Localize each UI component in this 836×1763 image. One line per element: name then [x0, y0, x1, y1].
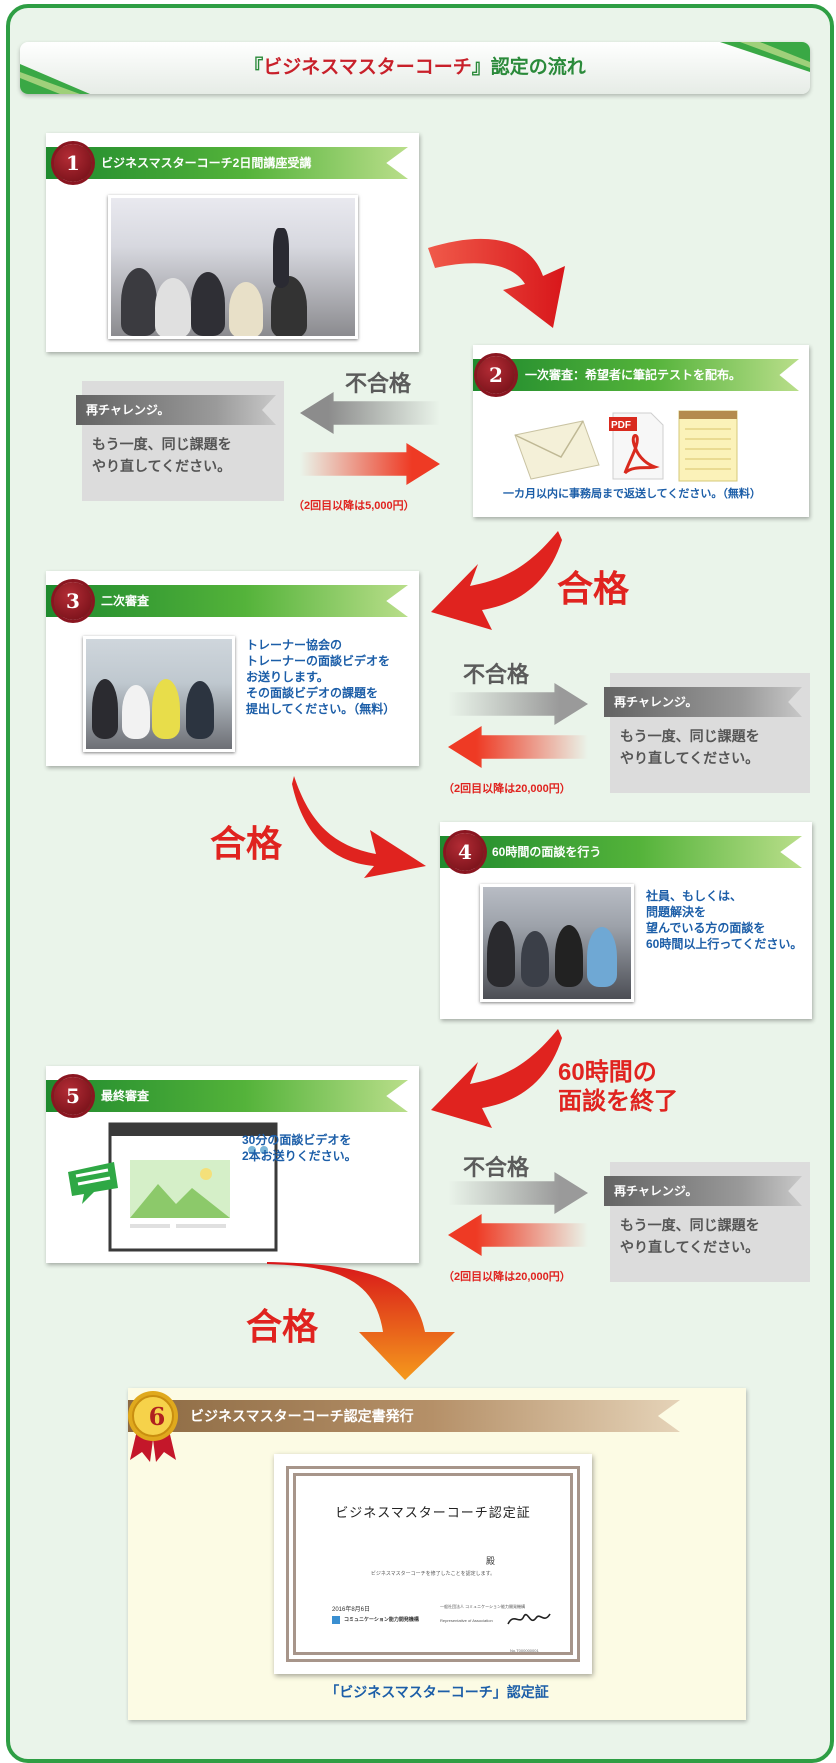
step5-label: 最終審査: [101, 1089, 150, 1103]
certificate: ビジネスマスターコーチ認定証 殿 ビジネスマスターコーチを修了したことを認定しま…: [274, 1454, 592, 1674]
certificate-org: コミュニケーション能力開発機構: [344, 1617, 419, 1623]
interview-photo-1: [83, 636, 235, 752]
certificate-border: [286, 1466, 580, 1662]
certificate-date: 2016年8月6日: [332, 1607, 371, 1613]
video-screen-icon: [68, 1122, 278, 1252]
step3-card: 二次審査 3 トレーナー協会のトレーナーの面談ビデオをお送りします。その面談ビデ…: [46, 571, 419, 766]
step1-label: ビジネスマスターコーチ2日間講座受講: [101, 156, 312, 170]
org-logo-icon: [332, 1616, 340, 1624]
fail-label-3: 不合格: [463, 1155, 530, 1180]
step3-label: 二次審査: [101, 594, 150, 608]
step4-label: 60時間の面談を行う: [492, 845, 602, 859]
page-title: 『ビジネスマスターコーチ』認定の流れ: [244, 57, 586, 78]
fail-label-1: 不合格: [345, 371, 412, 396]
retry-banner-3: 再チャレンジ。: [604, 1176, 802, 1206]
price-3: （2回目以降は20,000円）: [443, 1271, 571, 1283]
step2-banner: [473, 359, 799, 391]
pass-label-1: 合格: [557, 568, 630, 609]
step5-banner: [46, 1080, 408, 1112]
step6-banner: [128, 1400, 680, 1432]
document-icons: PDF: [514, 410, 738, 482]
step2-note: 一カ月以内に事務局まで返送してください。（無料）: [503, 488, 761, 500]
certificate-caption: 「ビジネスマスターコーチ」認定証: [325, 1684, 549, 1700]
step4-badge: 4: [446, 833, 484, 871]
step6-badge: 6: [148, 1402, 166, 1431]
signature-icon: [507, 1613, 551, 1625]
pass-label-2: 合格: [210, 823, 283, 864]
certificate-serial: No.T000000001: [510, 1648, 539, 1653]
pass-arrow-3-icon: [292, 776, 426, 878]
step2-label: 一次審査：希望者に筆記テストを配布。: [525, 368, 742, 382]
step3-banner: [46, 585, 408, 617]
retry-text-2: もう一度、同じ課題をやり直してください。: [620, 728, 760, 766]
gold-medal-icon: [128, 1391, 178, 1462]
step6-label: ビジネスマスターコーチ認定書発行: [190, 1408, 414, 1424]
retry-box-1: 再チャレンジ。 もう一度、同じ課題をやり直してください。: [76, 381, 284, 501]
certificate-honorific: 殿: [486, 1557, 496, 1567]
interview-photo-2: [480, 884, 634, 1002]
step4-banner: [440, 836, 802, 868]
certificate-org-right: 一般社団法人 コミュニケーション能力開発機構: [440, 1604, 526, 1609]
pdf-icon: PDF: [609, 412, 664, 480]
pass-arrow-2-icon: [431, 531, 562, 630]
step3-desc: トレーナー協会のトレーナーの面談ビデオをお送りします。その面談ビデオの課題を提出…: [246, 638, 396, 716]
retry-text-1: もう一度、同じ課題をやり直してください。: [92, 436, 232, 474]
step4-done-label: 60時間の面談を終了: [558, 1059, 678, 1115]
title-bar: 『ビジネスマスターコーチ』認定の流れ: [20, 42, 810, 94]
step6-panel: ビジネスマスターコーチ認定書発行 6 ビジネスマスターコーチ認定証 殿 ビジネス…: [128, 1388, 746, 1720]
step1-card: ビジネスマスターコーチ2日間講座受講 1: [46, 133, 419, 352]
step1-badge: 1: [54, 144, 92, 182]
certificate-title: ビジネスマスターコーチ認定証: [335, 1506, 531, 1521]
retry-box-2: 再チャレンジ。 もう一度、同じ課題をやり直してください。: [604, 673, 810, 793]
price-1: （2回目以降は5,000円）: [293, 500, 415, 512]
retry-banner-1: 再チャレンジ。: [76, 395, 276, 425]
step1-banner: [46, 147, 408, 179]
step2-card: 一次審査：希望者に筆記テストを配布。 2 PDF 一カ月以内に事務局まで返送して…: [473, 345, 809, 517]
notepad-icon: [678, 410, 738, 482]
fail-label-2: 不合格: [463, 662, 530, 687]
certificate-statement: ビジネスマスターコーチを修了したことを認定します。: [370, 1571, 496, 1577]
svg-text:PDF: PDF: [611, 420, 631, 431]
certificate-rep: Representative of Association: [440, 1618, 493, 1623]
pass-label-3: 合格: [246, 1306, 319, 1347]
step5-badge: 5: [54, 1077, 92, 1115]
retry-box-3: 再チャレンジ。 もう一度、同じ課題をやり直してください。: [604, 1162, 810, 1282]
step2-badge: 2: [477, 356, 515, 394]
envelope-icon: [514, 420, 600, 480]
pass-arrow-4-icon: [431, 1029, 562, 1128]
retry-text-3: もう一度、同じ課題をやり直してください。: [620, 1217, 760, 1255]
pass-arrow-5-icon: [267, 1262, 455, 1380]
title-stripes: [20, 42, 810, 94]
price-2: （2回目以降は20,000円）: [443, 783, 571, 795]
retry-banner-2: 再チャレンジ。: [604, 687, 802, 717]
pass-arrow-1-icon: [428, 238, 565, 328]
step3-badge: 3: [54, 582, 92, 620]
seminar-photo: [108, 195, 358, 339]
